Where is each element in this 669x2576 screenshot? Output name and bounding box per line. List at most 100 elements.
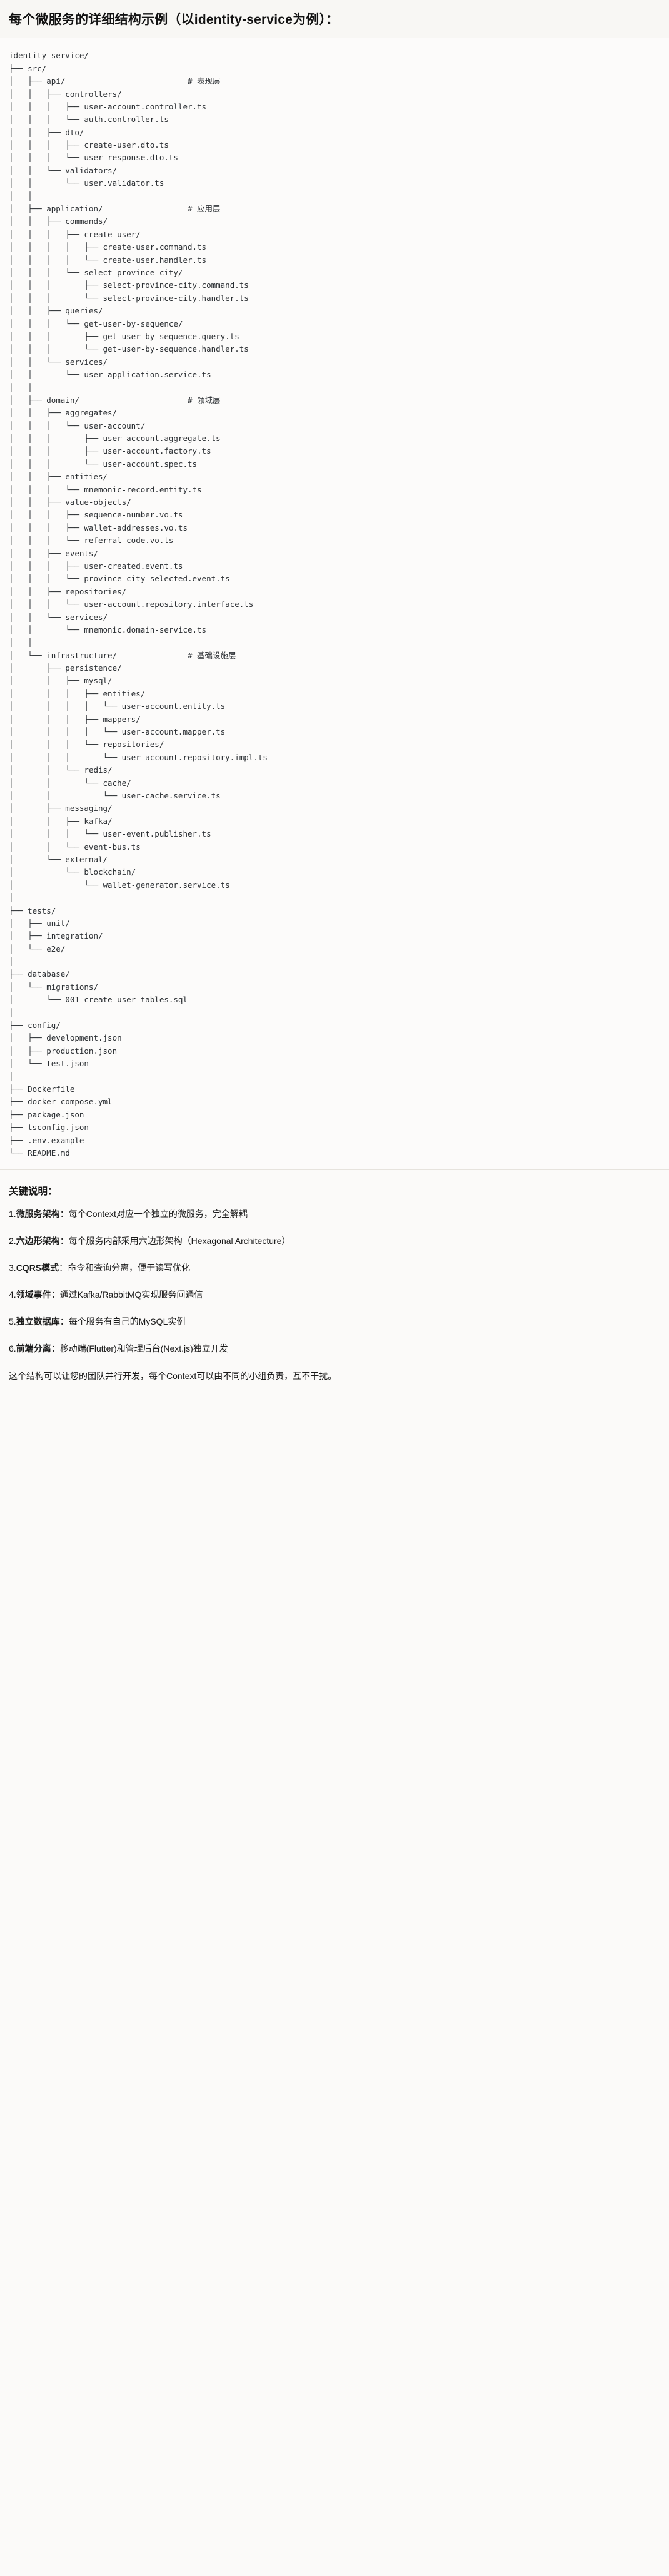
key-note-item: 2.六边形架构：每个服务内部采用六边形架构（Hexagonal Architec… — [9, 1235, 660, 1248]
tree-line: │ │ │ ├── wallet-addresses.vo.ts — [9, 522, 188, 532]
tree-line: │ └── test.json — [9, 1059, 89, 1069]
tree-line: │ │ — [9, 191, 33, 201]
tree-line: │ ├── messaging/ — [9, 803, 113, 813]
tree-line: │ │ — [9, 382, 33, 392]
tree-line: │ │ └── services/ — [9, 612, 108, 622]
tree-line: │ │ ├── queries/ — [9, 306, 103, 316]
tree-line: │ │ └── services/ — [9, 357, 108, 367]
tree-line: │ │ │ └── user-account.repository.impl.t… — [9, 752, 268, 762]
tree-line: ├── .env.example — [9, 1135, 84, 1145]
tree-line: │ │ │ ├── entities/ — [9, 688, 146, 698]
tree-line: │ │ │ ├── create-user/ — [9, 229, 141, 239]
tree-line: │ └── e2e/ — [9, 944, 66, 954]
key-note-item: 4.领域事件：通过Kafka/RabbitMQ实现服务间通信 — [9, 1288, 660, 1301]
tree-line: │ │ │ ├── user-account.factory.ts — [9, 446, 211, 456]
key-note-description: 移动端(Flutter)和管理后台(Next.js)独立开发 — [59, 1343, 228, 1354]
tree-line: │ │ │ ├── select-province-city.command.t… — [9, 280, 249, 290]
tree-line: │ — [9, 957, 14, 967]
tree-line: │ │ │ ├── mappers/ — [9, 714, 141, 724]
key-notes-section: 关键说明： 1.微服务架构：每个Context对应一个独立的微服务，完全解耦 2.… — [0, 1169, 669, 1395]
tree-line: └── README.md — [9, 1148, 70, 1158]
tree-line: identity-service/ — [9, 51, 89, 61]
tree-line: │ │ │ └── user-event.publisher.ts — [9, 829, 211, 839]
tree-line: │ │ │ └── get-user-by-sequence/ — [9, 318, 183, 328]
key-note-separator: ： — [51, 1290, 60, 1300]
tree-line: │ │ │ ├── user-account.controller.ts — [9, 101, 207, 111]
tree-line: │ └── 001_create_user_tables.sql — [9, 995, 188, 1005]
key-note-term: 独立数据库 — [16, 1316, 60, 1327]
key-note-index: 6. — [9, 1343, 16, 1354]
tree-line: │ │ │ └── user-account.repository.interf… — [9, 599, 254, 609]
tree-line: │ │ │ └── user-response.dto.ts — [9, 153, 178, 163]
key-note-separator: ： — [59, 1236, 69, 1246]
tree-line: │ │ │ └── get-user-by-sequence.handler.t… — [9, 344, 249, 354]
key-note-description: 每个Context对应一个独立的微服务，完全解耦 — [68, 1209, 248, 1219]
tree-line: │ │ │ ├── user-account.aggregate.ts — [9, 434, 221, 444]
tree-line: │ │ └── event-bus.ts — [9, 842, 141, 852]
tree-line: │ ├── development.json — [9, 1033, 122, 1043]
key-note-term: 微服务架构 — [16, 1209, 60, 1219]
key-note-separator: ： — [59, 1263, 68, 1273]
key-note-item: 1.微服务架构：每个Context对应一个独立的微服务，完全解耦 — [9, 1208, 660, 1221]
tree-line: │ │ ├── kafka/ — [9, 816, 113, 826]
directory-tree-block: identity-service/ ├── src/ │ ├── api/ # 表现… — [0, 38, 669, 1170]
tree-line: ├── tests/ — [9, 905, 56, 915]
tree-line: │ │ │ │ ├── create-user.command.ts — [9, 242, 207, 252]
tree-line: ├── config/ — [9, 1021, 61, 1031]
tree-line: │ │ │ │ └── create-user.handler.ts — [9, 255, 207, 265]
tree-line: │ │ │ │ └── user-account.entity.ts — [9, 701, 226, 711]
tree-line: │ │ ├── repositories/ — [9, 586, 127, 596]
tree-line: │ │ │ └── user-account.spec.ts — [9, 459, 198, 469]
tree-line: │ — [9, 893, 14, 903]
tree-line: ├── src/ — [9, 63, 47, 73]
key-note-term: 领域事件 — [16, 1290, 51, 1300]
tree-line: │ │ │ └── user-account/ — [9, 420, 146, 430]
tree-line: │ — [9, 1071, 14, 1081]
tree-line: ├── tsconfig.json — [9, 1123, 89, 1133]
tree-line: │ │ ├── mysql/ — [9, 676, 113, 686]
tree-line: │ │ │ ├── create-user.dto.ts — [9, 140, 169, 150]
key-note-description: 命令和查询分离，便于读写优化 — [68, 1263, 191, 1273]
tree-line: │ ├── domain/ # 领域层 — [9, 395, 221, 405]
key-note-separator: ： — [59, 1316, 69, 1327]
tree-line: ├── Dockerfile — [9, 1084, 75, 1094]
tree-line: │ │ │ └── referral-code.vo.ts — [9, 536, 174, 546]
tree-line: │ │ └── redis/ — [9, 765, 113, 775]
key-note-description: 每个服务内部采用六边形架构（Hexagonal Architecture） — [68, 1236, 291, 1246]
tree-line: │ │ │ ├── sequence-number.vo.ts — [9, 510, 183, 520]
tree-line: │ │ ├── events/ — [9, 548, 98, 558]
key-notes-title: 关键说明： — [9, 1186, 58, 1198]
tree-line: │ │ ├── commands/ — [9, 216, 108, 227]
key-note-description: 每个服务有自己的MySQL实例 — [68, 1316, 186, 1327]
tree-line: │ └── external/ — [9, 854, 108, 864]
page-root: 每个微服务的详细结构示例（以identity-service为例）： ident… — [0, 0, 669, 1395]
directory-tree: identity-service/ ├── src/ │ ├── api/ # 表现… — [9, 49, 660, 1159]
tree-line: │ — [9, 1007, 14, 1017]
tree-line: │ └── infrastructure/ # 基础设施层 — [9, 650, 236, 660]
key-notes-list: 1.微服务架构：每个Context对应一个独立的微服务，完全解耦 2.六边形架构：… — [9, 1208, 660, 1355]
key-note-separator: ： — [59, 1209, 69, 1219]
tree-line: │ │ │ │ └── user-account.mapper.ts — [9, 727, 226, 737]
key-note-index: 3. — [9, 1263, 16, 1273]
tree-line: │ ├── integration/ — [9, 931, 103, 941]
tree-line: │ │ └── mnemonic.domain-service.ts — [9, 624, 207, 634]
tree-line: │ └── blockchain/ — [9, 867, 136, 877]
tree-line: │ │ └── user-application.service.ts — [9, 370, 211, 380]
tree-line: │ │ │ └── auth.controller.ts — [9, 115, 169, 125]
tree-line: │ │ ├── aggregates/ — [9, 408, 118, 418]
tree-line: │ │ ├── entities/ — [9, 472, 108, 482]
tree-line: │ └── wallet-generator.service.ts — [9, 880, 230, 890]
key-note-term: CQRS模式 — [16, 1263, 59, 1273]
tree-line: │ │ │ └── province-city-selected.event.t… — [9, 574, 230, 584]
tree-line: │ ├── application/ # 应用层 — [9, 204, 221, 214]
tree-line: │ │ │ └── select-province-city.handler.t… — [9, 293, 249, 303]
tree-line: │ │ └── cache/ — [9, 778, 131, 788]
tree-line: ├── database/ — [9, 969, 70, 979]
tree-line: │ ├── api/ # 表现层 — [9, 76, 221, 86]
tree-line: │ │ │ ├── get-user-by-sequence.query.ts — [9, 331, 239, 341]
key-note-index: 5. — [9, 1316, 16, 1327]
page-header: 每个微服务的详细结构示例（以identity-service为例）： — [0, 0, 669, 39]
tree-line: │ │ — [9, 638, 33, 648]
key-note-index: 2. — [9, 1236, 16, 1246]
tree-line: │ │ └── user-cache.service.ts — [9, 791, 221, 800]
